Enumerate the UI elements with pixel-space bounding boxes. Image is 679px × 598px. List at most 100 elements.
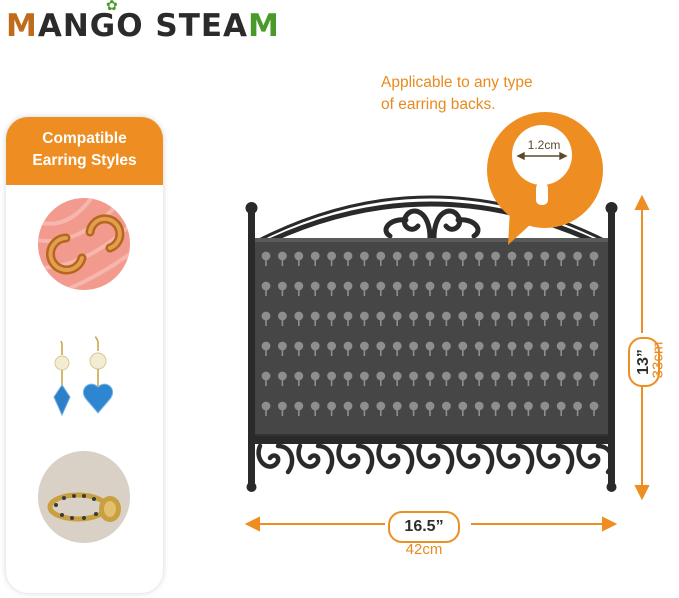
earring-hole [491, 401, 500, 411]
pin-head-icon [512, 125, 572, 185]
earring-hole [474, 341, 484, 351]
bottom-rail [255, 436, 608, 444]
hoop-earring-image [38, 198, 130, 290]
left-post [248, 208, 255, 488]
earring-hole [523, 401, 533, 411]
earring-hole [458, 311, 468, 321]
earring-hole [376, 341, 386, 351]
earring-hole [474, 281, 484, 291]
earring-hole [441, 341, 451, 351]
scroll-curl-right [595, 443, 615, 475]
ear-cuff-image [38, 451, 130, 543]
earring-hole [458, 251, 468, 261]
earring-hole [376, 401, 386, 411]
earring-hole [261, 341, 271, 351]
earring-hole [261, 401, 271, 411]
earring-hole [589, 341, 599, 351]
earring-hole [589, 281, 599, 291]
earring-hole [441, 251, 451, 261]
earring-hole [556, 281, 566, 291]
scroll-curl-right [475, 443, 495, 475]
scroll-curl-right [315, 443, 335, 475]
scroll-curl-left [456, 443, 481, 469]
earring-hole [540, 341, 550, 351]
earring-hole [523, 311, 533, 321]
scroll-curl-left [536, 443, 561, 469]
earring-hole [327, 371, 336, 381]
earring-hole [310, 401, 320, 411]
earring-hole [310, 311, 320, 321]
earring-hole [343, 311, 353, 321]
scroll-curl-right [395, 443, 415, 475]
callout-line-1: Applicable to any type [381, 74, 533, 91]
earring-hole [343, 401, 353, 411]
earring-hole [278, 281, 287, 291]
earring-hole [360, 401, 369, 411]
bottom-scroll-ornaments [256, 443, 615, 475]
earring-hole [310, 341, 320, 351]
earring-hole [278, 341, 287, 351]
earring-hole [310, 251, 320, 261]
height-cm-label: 33cm [649, 341, 667, 379]
earring-hole [376, 311, 386, 321]
earring-hole [310, 281, 320, 291]
earring-hole [294, 401, 304, 411]
earring-hole [343, 341, 353, 351]
earring-hole [360, 311, 369, 321]
earring-hole [425, 371, 435, 381]
earring-hole [589, 401, 599, 411]
panel-header: Compatible Earring Styles [6, 117, 163, 185]
earring-hole [589, 311, 599, 321]
brand-letter-m: M [6, 8, 38, 44]
earring-hole [261, 251, 271, 261]
earring-hole [392, 281, 402, 291]
earring-hole [507, 281, 517, 291]
earring-hole [441, 371, 451, 381]
earring-hole [343, 281, 353, 291]
leaf-icon: ✿ [106, 0, 119, 14]
earring-hole [556, 341, 566, 351]
earring-hole [573, 311, 582, 321]
earring-hole [294, 281, 304, 291]
brand-text: ANGO STEA [37, 8, 249, 44]
earring-hole [491, 311, 500, 321]
earring-hole [474, 401, 484, 411]
earring-hole [540, 281, 550, 291]
earring-hole [491, 371, 500, 381]
earring-holder-illustration [245, 195, 618, 492]
scroll-curl-left [576, 443, 601, 469]
earring-hole [507, 371, 517, 381]
earring-hole [294, 371, 304, 381]
earring-hole [327, 341, 336, 351]
width-inches-badge: 16.5” [388, 511, 460, 543]
earring-hole [392, 251, 402, 261]
earring-hole [425, 251, 435, 261]
earring-hole [409, 311, 418, 321]
earring-hole [360, 281, 369, 291]
top-arch [253, 201, 610, 251]
earring-hole [294, 311, 304, 321]
scroll-curl-right [275, 443, 295, 475]
earring-hole [392, 371, 402, 381]
earring-hole [409, 341, 418, 351]
earring-hole [310, 371, 320, 381]
earring-hole [425, 341, 435, 351]
earring-hole [261, 371, 271, 381]
earring-hole [589, 371, 599, 381]
pin-callout-bubble [487, 112, 603, 245]
earring-hole [441, 281, 451, 291]
callout-text: Applicable to any type of earring backs. [381, 72, 533, 116]
earring-hole [507, 401, 517, 411]
earring-styles-panel: Compatible Earring Styles [6, 117, 163, 593]
top-scroll-ornament [383, 208, 481, 241]
earring-hole [343, 371, 353, 381]
earring-hole [392, 341, 402, 351]
earring-hole [491, 281, 500, 291]
panel-title-line-1: Compatible [42, 130, 127, 147]
earring-hole [523, 281, 533, 291]
earring-hole [278, 311, 287, 321]
crystal-drop-earring-image [38, 335, 130, 427]
scroll-curl-left [256, 443, 281, 469]
earring-hole [425, 311, 435, 321]
earring-hole [507, 341, 517, 351]
